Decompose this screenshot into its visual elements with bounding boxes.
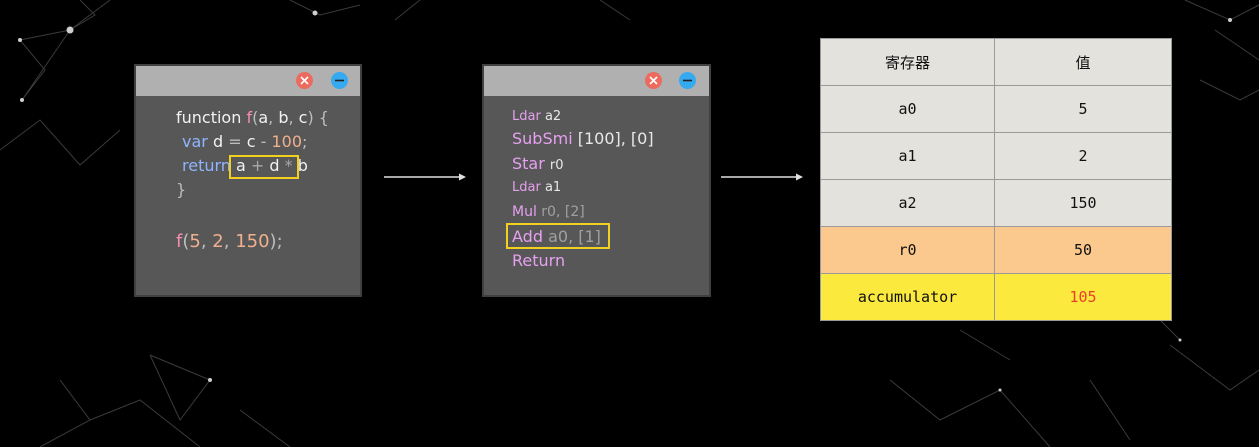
bytecode-line-ldar-a1: Ldar a1 [512,177,561,199]
close-button[interactable] [296,72,313,89]
comma: , [288,108,299,127]
comma: , [223,231,236,252]
source-code-window: function f(a, b, c) { var d = c - 100; r… [134,64,362,297]
arg-2: 2 [212,231,224,252]
minimize-button[interactable] [679,72,696,89]
opcode: SubSmi [512,129,573,148]
header-value: 值 [994,38,1172,86]
semicolon: ; [302,132,308,151]
param-c: c [298,108,308,127]
close-icon [300,76,309,85]
equals: = [228,132,242,151]
operands: a0, [1] [548,227,601,246]
keyword-function: function [176,108,242,127]
minimize-button[interactable] [331,72,348,89]
bytecode-line-mul: Mul r0, [2] [512,201,585,223]
operands: a1 [544,180,562,195]
var-name-d: d [212,132,224,151]
operands: r0, [2] [541,204,585,220]
opcode: Add [512,227,543,246]
bytecode-line-subsmi: SubSmi [100], [0] [512,127,654,151]
bytecode-line-add: Add a0, [1] [512,225,601,249]
arrow-right-2 [721,173,803,181]
register-value: 50 [994,226,1172,274]
code-line-call: f(5, 2, 150); [176,230,283,254]
register-name: r0 [820,226,995,274]
bytecode-line-return: Return [512,249,565,273]
minimize-icon [335,79,344,82]
arrow-right-1 [384,173,466,181]
number-100: 100 [271,132,303,151]
register-value: 150 [994,179,1172,227]
highlight-return-expression [229,155,299,179]
register-value: 2 [994,132,1172,180]
bytecode-line-star: Star r0 [512,152,564,178]
register-table: 寄存器 值 a0 5 a1 2 a2 150 r0 50 accumulator… [820,38,1172,321]
arg-150: 150 [235,231,270,252]
operand-c: c [246,132,256,151]
operands: [100], [0] [577,129,654,148]
operands: a2 [544,109,562,124]
bytecode-window: Ldar a2 SubSmi [100], [0] Star r0 Ldar a… [482,64,711,297]
comma: , [268,108,279,127]
bytecode-line-ldar-a2: Ldar a2 [512,106,561,128]
multiply: * [284,156,293,175]
header-register: 寄存器 [820,38,995,86]
code-line-return: return a + d * b [182,154,308,178]
table-row-accumulator: accumulator 105 [820,273,1172,321]
operand-b: b [297,156,308,175]
paren-open: ( [182,231,190,252]
plus: + [250,156,265,175]
keyword-var: var [182,132,208,151]
paren-open: ( [252,108,259,127]
window-titlebar [484,66,709,96]
table-row: a0 5 [820,85,1172,133]
table-row-r0: r0 50 [820,226,1172,274]
call-end: ); [269,231,283,252]
window-titlebar [136,66,360,96]
code-line-var: var d = c - 100; [182,130,307,154]
table-row: a1 2 [820,132,1172,180]
register-value: 5 [994,85,1172,133]
comma: , [200,231,213,252]
minus: - [260,132,267,151]
code-line-function: function f(a, b, c) { [176,106,329,130]
brace-close: } [176,180,187,199]
minimize-icon [683,79,692,82]
brace-open: { [318,108,329,127]
function-name: f [246,108,253,127]
register-name: a1 [820,132,995,180]
keyword-return: return [182,156,231,175]
register-name: a0 [820,85,995,133]
table-row: a2 150 [820,179,1172,227]
highlight-add-instruction [506,223,610,249]
register-value: 105 [994,273,1172,321]
arg-5: 5 [189,231,201,252]
paren-close: ) [307,108,319,127]
param-b: b [278,108,289,127]
param-a: a [258,108,269,127]
opcode: Ldar [512,180,541,195]
opcode: Star [512,154,545,173]
close-button[interactable] [645,72,662,89]
operands: r0 [549,158,564,173]
table-header-row: 寄存器 值 [820,38,1172,86]
opcode: Mul [512,204,537,220]
register-name: a2 [820,179,995,227]
code-line-close-brace: } [176,178,186,202]
call-function-name: f [176,231,183,252]
opcode: Return [512,251,566,270]
close-icon [649,76,658,85]
opcode: Ldar [512,109,541,124]
operand-a: a [236,156,246,175]
register-name: accumulator [820,273,995,321]
operand-d: d [269,156,280,175]
